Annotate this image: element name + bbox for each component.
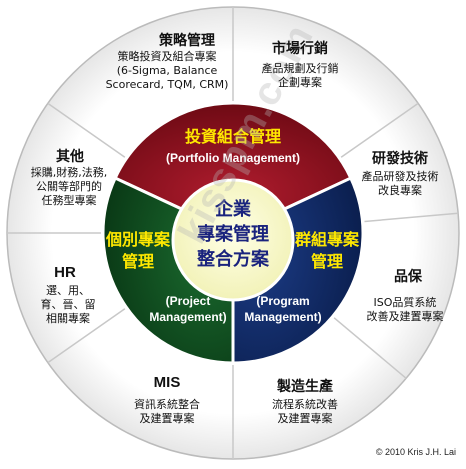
project-title-line-2: 管理 xyxy=(122,252,154,271)
sector-manufacturing-line: 及建置專案 xyxy=(277,412,333,425)
sector-marketing-body: 產品規劃及行銷 企劃專案 xyxy=(250,62,350,90)
sector-strategy-body: 策略投資及組合專案 (6-Sigma, Balance Scorecard, T… xyxy=(102,50,232,92)
sector-manufacturing-body: 流程系統改善 及建置專案 xyxy=(250,398,360,426)
sector-manufacturing-line: 流程系統改善 xyxy=(272,398,338,411)
portfolio-subtitle: (Portfolio Management) xyxy=(166,151,300,165)
sector-mis-line: 及建置專案 xyxy=(139,412,195,425)
program-subtitle-line-2: Management) xyxy=(244,310,321,324)
sector-mis-line: 資訊系統整合 xyxy=(134,398,200,411)
sector-rnd-title[interactable]: 研發技術 xyxy=(372,151,428,167)
sector-quality-body: ISO品質系統 改善及建置專案 xyxy=(350,296,460,324)
sector-hr-line: 相關專案 xyxy=(46,312,90,325)
center-line-1: 企業 xyxy=(214,198,252,220)
program-subtitle-line-1: (Program xyxy=(256,294,309,308)
sector-marketing-line: 產品規劃及行銷 xyxy=(261,62,339,75)
sector-other-title[interactable]: 其他 xyxy=(56,149,84,165)
project-title-line-1: 個別專案 xyxy=(105,230,171,249)
sector-rnd-line: 改良專案 xyxy=(378,184,422,197)
sector-strategy-title[interactable]: 策略管理 xyxy=(159,33,215,49)
sector-mis-title[interactable]: MIS xyxy=(153,374,181,391)
sector-strategy-line: 策略投資及組合專案 xyxy=(117,50,217,63)
program-title-line-2: 管理 xyxy=(311,252,343,271)
sector-other-line: 公關等部門的 xyxy=(36,180,102,193)
sector-strategy-line: Scorecard, TQM, CRM) xyxy=(105,78,229,91)
sector-quality-title[interactable]: 品保 xyxy=(394,269,422,285)
sector-other-line: 任務型專案 xyxy=(41,194,97,207)
center-line-2: 專案管理 xyxy=(197,223,269,245)
sector-divider xyxy=(333,317,407,379)
sector-hr-line: 育、晉、留 xyxy=(40,298,96,311)
center-line-3: 整合方案 xyxy=(196,248,270,270)
outer-ring-dividers xyxy=(7,7,459,459)
sector-quality-line: 改善及建置專案 xyxy=(366,310,444,323)
sector-hr-title[interactable]: HR xyxy=(54,264,76,281)
sector-hr-body: 選、用、 育、晉、留 相關專案 xyxy=(28,284,108,326)
sector-strategy-line: (6-Sigma, Balance xyxy=(116,64,218,77)
copyright-text: © 2010 Kris J.H. Lai xyxy=(375,447,456,457)
program-title-line-1: 群組專案 xyxy=(295,230,360,249)
sector-divider xyxy=(47,102,126,158)
sector-rnd-line: 產品研發及技術 xyxy=(361,170,439,183)
sector-divider xyxy=(47,308,126,364)
sector-quality-line: ISO品質系統 xyxy=(373,296,437,309)
sector-other-line: 採購,財務,法務, xyxy=(30,166,108,179)
portfolio-title: 投資組合管理 xyxy=(185,127,281,146)
sector-other-body: 採購,財務,法務, 公關等部門的 任務型專案 xyxy=(14,166,124,208)
sector-marketing-line: 企劃專案 xyxy=(278,76,322,89)
portfolio-wedge[interactable] xyxy=(113,101,353,235)
sector-mis-body: 資訊系統整合 及建置專案 xyxy=(112,398,222,426)
project-subtitle-line-1: (Project xyxy=(166,294,211,308)
sector-divider xyxy=(364,212,459,223)
center-disc xyxy=(171,178,295,302)
sector-divider xyxy=(340,102,419,158)
sector-marketing-title[interactable]: 市場行銷 xyxy=(272,41,328,57)
sector-manufacturing-title[interactable]: 製造生產 xyxy=(277,379,333,395)
sector-rnd-body: 產品研發及技術 改良專案 xyxy=(345,170,455,198)
sector-hr-line: 選、用、 xyxy=(46,284,90,297)
project-subtitle-line-2: Management) xyxy=(149,310,226,324)
